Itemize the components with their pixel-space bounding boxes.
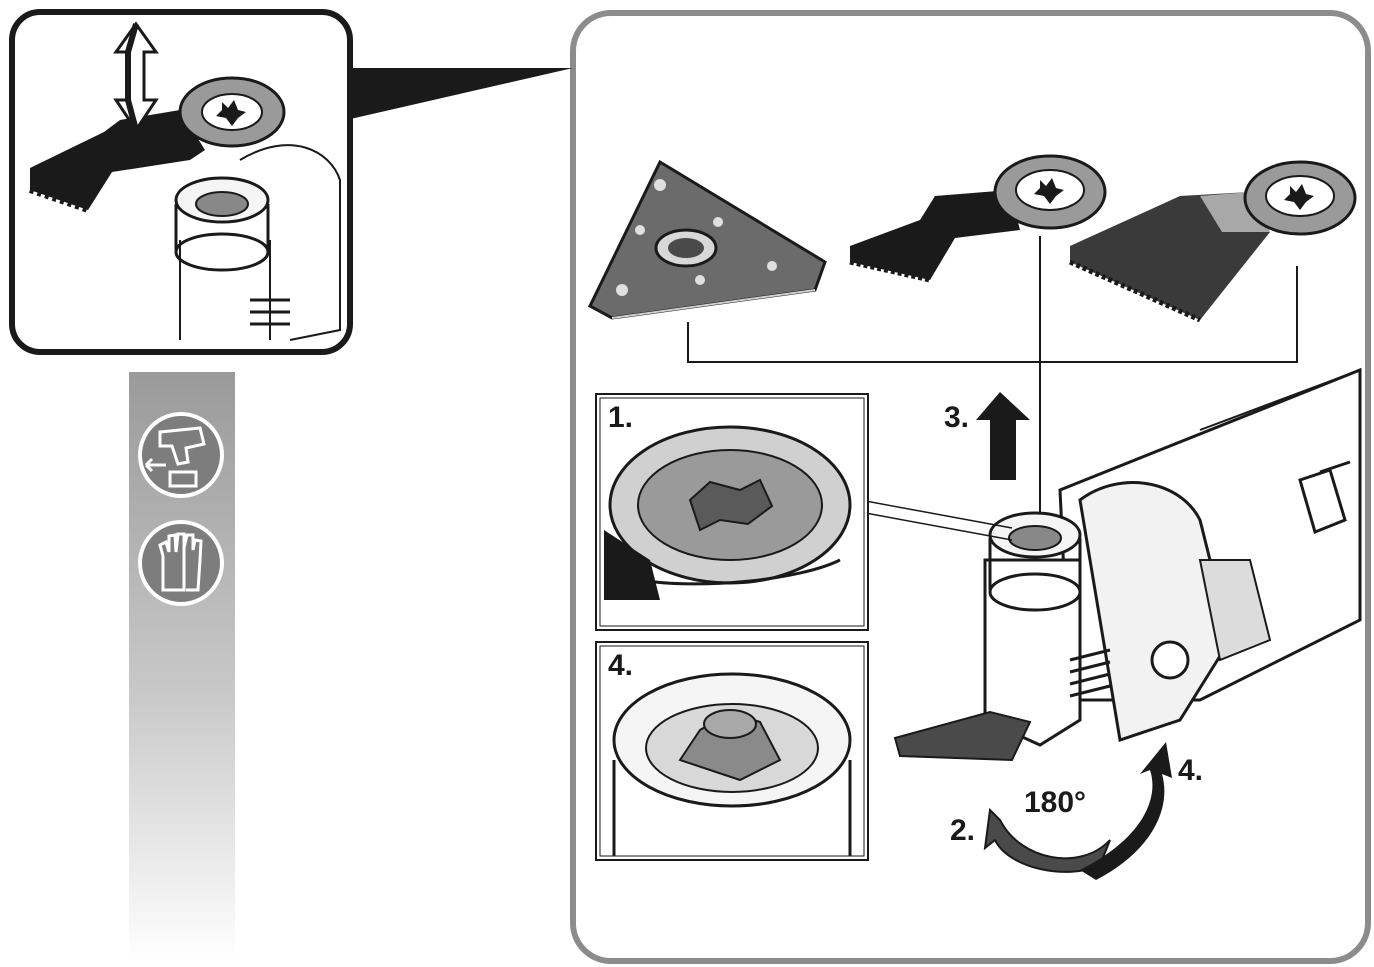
blade-insert-inset [9, 9, 353, 355]
zoom-callout-wedge [346, 68, 573, 120]
step-1-label: 1. [608, 401, 633, 434]
step-4-inset-label: 4. [608, 649, 633, 682]
battery-removal-icon [138, 412, 224, 498]
step-2-label: 2. [950, 814, 975, 847]
rotate-arrow-4 [1080, 742, 1172, 880]
step-3-label: 3. [944, 401, 969, 434]
rotation-angle-label: 180° [1024, 786, 1086, 819]
sanding-pad-accessory [588, 159, 827, 320]
detail-inset-1 [595, 393, 869, 631]
plunge-blade-accessory [849, 154, 1107, 283]
detail-callout-lines [859, 499, 1013, 541]
wide-blade-accessory [1068, 160, 1357, 323]
accessory-bracket [687, 236, 1298, 520]
lift-up-arrow [976, 392, 1030, 480]
detail-inset-4 [595, 641, 869, 861]
multitool-body [893, 367, 1362, 762]
gloves-icon [138, 520, 224, 606]
step-4-label: 4. [1178, 754, 1203, 787]
